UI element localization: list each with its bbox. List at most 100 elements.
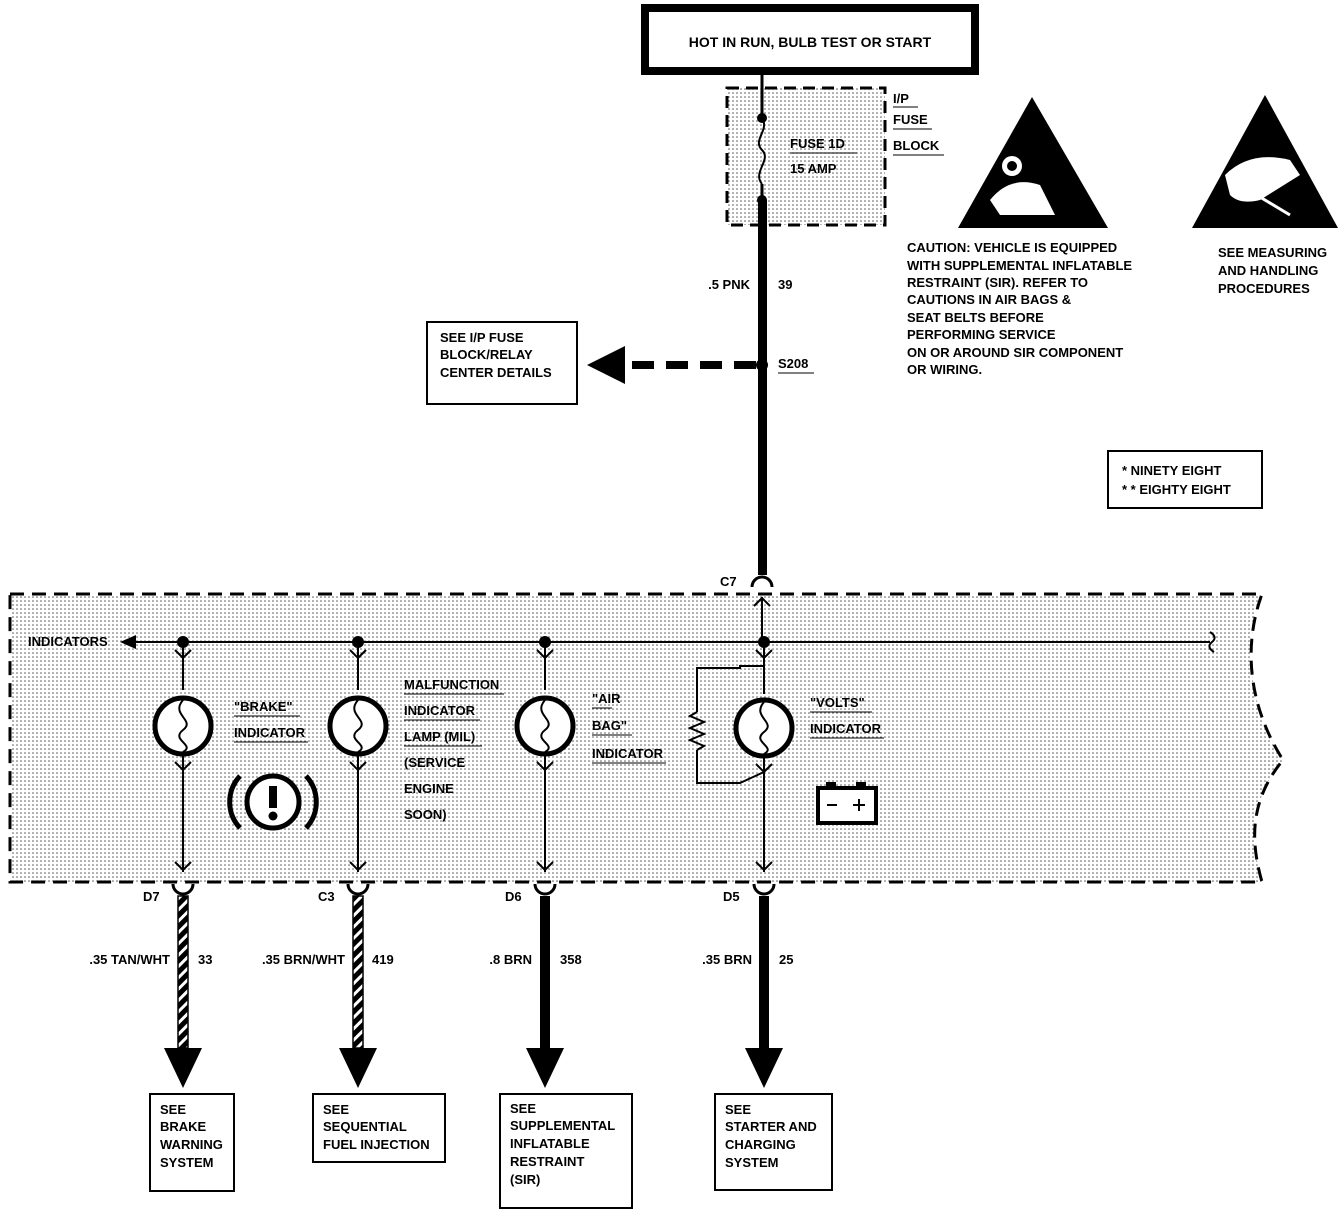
ref-d6-5: (SIR) [510, 1172, 540, 1187]
connector-d5: D5 [723, 889, 740, 904]
wire-d7 [177, 895, 189, 1049]
wire-d6-color: .8 BRN [489, 952, 532, 967]
splice-ref-box: SEE I/P FUSE BLOCK/RELAY CENTER DETAILS [426, 321, 578, 405]
power-source-label: HOT IN RUN, BULB TEST OR START [689, 34, 932, 50]
fuse-element [757, 117, 766, 185]
wire-c3-arrow [339, 1048, 377, 1088]
output-c3: C3 .35 BRN/WHT 419 SEE SEQUENTIAL FUEL I… [262, 883, 446, 1163]
volts-lamp-icon [733, 697, 795, 759]
caution-line-3: RESTRAINT (SIR). REFER TO [907, 275, 1088, 290]
connector-d6: D6 [505, 889, 522, 904]
mil-label-6: SOON) [404, 807, 447, 822]
connector-c7: C7 [720, 574, 737, 589]
wire-d5 [759, 896, 769, 1048]
caution-line-5: SEAT BELTS BEFORE [907, 310, 1044, 325]
ref-d7-1: SEE [160, 1102, 186, 1117]
fuse-block-label-1: I/P [893, 91, 909, 106]
resistor-icon [687, 711, 707, 751]
ref-d5-3: CHARGING [725, 1137, 796, 1152]
splice-arrow [587, 346, 625, 384]
mil-label-2: INDICATOR [404, 703, 476, 718]
caution-line-2: WITH SUPPLEMENTAL INFLATABLE [907, 258, 1132, 273]
volts-label-2: INDICATOR [810, 721, 882, 736]
mil-label-5: ENGINE [404, 781, 454, 796]
legend-item-1: * NINETY EIGHT [1122, 463, 1222, 478]
brake-indicator: "BRAKE" INDICATOR [152, 636, 308, 872]
esd-line-2: AND HANDLING [1218, 263, 1318, 278]
output-d5: D5 .35 BRN 25 SEE STARTER AND CHARGING S… [702, 883, 833, 1191]
splice-ref-2: BLOCK/RELAY [440, 347, 533, 362]
brake-warning-icon [227, 773, 319, 831]
ref-d6-1: SEE [510, 1101, 536, 1116]
ref-d6-3: INFLATABLE [510, 1136, 590, 1151]
caution-text: CAUTION: VEHICLE IS EQUIPPED WITH SUPPLE… [907, 240, 1132, 377]
ref-d5-4: SYSTEM [725, 1155, 778, 1170]
ref-d5-1: SEE [725, 1102, 751, 1117]
ref-d6-4: RESTRAINT [510, 1154, 584, 1169]
ref-c3-3: FUEL INJECTION [323, 1137, 430, 1152]
caution-line-1: CAUTION: VEHICLE IS EQUIPPED [907, 240, 1117, 255]
brake-lamp-icon [152, 695, 214, 757]
wire-d7-color: .35 TAN/WHT [89, 952, 170, 967]
feed-wire-color: .5 PNK [708, 277, 751, 292]
mil-label-4: (SERVICE [404, 755, 465, 770]
instrument-cluster [8, 592, 1285, 884]
legend-item-2: * * EIGHTY EIGHT [1122, 482, 1231, 497]
battery-icon [816, 782, 878, 825]
splice-ref-1: SEE I/P FUSE [440, 330, 524, 345]
splice-ref-3: CENTER DETAILS [440, 365, 552, 380]
airbag-label-3: INDICATOR [592, 746, 664, 761]
esd-text: SEE MEASURING AND HANDLING PROCEDURES [1218, 245, 1327, 296]
brake-label-2: INDICATOR [234, 725, 306, 740]
airbag-warning-icon [958, 97, 1108, 228]
airbag-indicator: "AIR BAG" INDICATOR [514, 636, 666, 872]
wire-d6-circuit: 358 [560, 952, 582, 967]
mil-indicator: MALFUNCTION INDICATOR LAMP (MIL) (SERVIC… [327, 636, 504, 872]
esd-warning-icon [1192, 95, 1338, 228]
brake-label-1: "BRAKE" [234, 699, 293, 714]
wire-d5-circuit: 25 [779, 952, 793, 967]
mil-lamp-icon [327, 695, 389, 757]
splice-s208 [756, 359, 768, 371]
indicators-label: INDICATORS [28, 634, 108, 649]
fuse-block: I/P FUSE BLOCK FUSE 1D 15 AMP [725, 86, 944, 227]
ref-c3-2: SEQUENTIAL [323, 1119, 407, 1134]
wire-c3-color: .35 BRN/WHT [262, 952, 345, 967]
ref-d5-2: STARTER AND [725, 1119, 817, 1134]
caution-line-8: OR WIRING. [907, 362, 982, 377]
volts-indicator: "VOLTS" INDICATOR [687, 636, 884, 872]
fuse-rating: 15 AMP [790, 161, 837, 176]
mil-label-3: LAMP (MIL) [404, 729, 475, 744]
fuse-block-label-3: BLOCK [893, 138, 940, 153]
fuse-block-label-2: FUSE [893, 112, 928, 127]
output-d6: D6 .8 BRN 358 SEE SUPPLEMENTAL INFLATABL… [489, 883, 633, 1209]
wire-c3 [352, 895, 364, 1049]
power-source-box: HOT IN RUN, BULB TEST OR START [641, 4, 979, 75]
feed-wire [758, 200, 767, 575]
airbag-label-1: "AIR [592, 691, 621, 706]
ref-d7-3: WARNING [160, 1137, 223, 1152]
wire-d5-arrow [745, 1048, 783, 1088]
connector-c3: C3 [318, 889, 335, 904]
ref-d6-2: SUPPLEMENTAL [510, 1118, 615, 1133]
esd-line-3: PROCEDURES [1218, 281, 1310, 296]
caution-line-7: ON OR AROUND SIR COMPONENT [907, 345, 1123, 360]
airbag-lamp-icon [514, 695, 576, 757]
output-d7: D7 .35 TAN/WHT 33 SEE BRAKE WARNING SYST… [89, 883, 235, 1192]
mil-label-1: MALFUNCTION [404, 677, 499, 692]
wire-d6 [540, 896, 550, 1048]
wire-d5-color: .35 BRN [702, 952, 752, 967]
wire-d7-circuit: 33 [198, 952, 212, 967]
wire-d6-arrow [526, 1048, 564, 1088]
feed-wire-circuit: 39 [778, 277, 792, 292]
airbag-label-2: BAG" [592, 718, 627, 733]
wire-d7-arrow [164, 1048, 202, 1088]
legend-box: * NINETY EIGHT * * EIGHTY EIGHT [1107, 450, 1263, 509]
ref-d7-2: BRAKE [160, 1119, 207, 1134]
wire-c3-circuit: 419 [372, 952, 394, 967]
ref-c3-1: SEE [323, 1102, 349, 1117]
volts-label-1: "VOLTS" [810, 695, 865, 710]
splice-id: S208 [778, 356, 808, 371]
ref-d7-4: SYSTEM [160, 1155, 213, 1170]
